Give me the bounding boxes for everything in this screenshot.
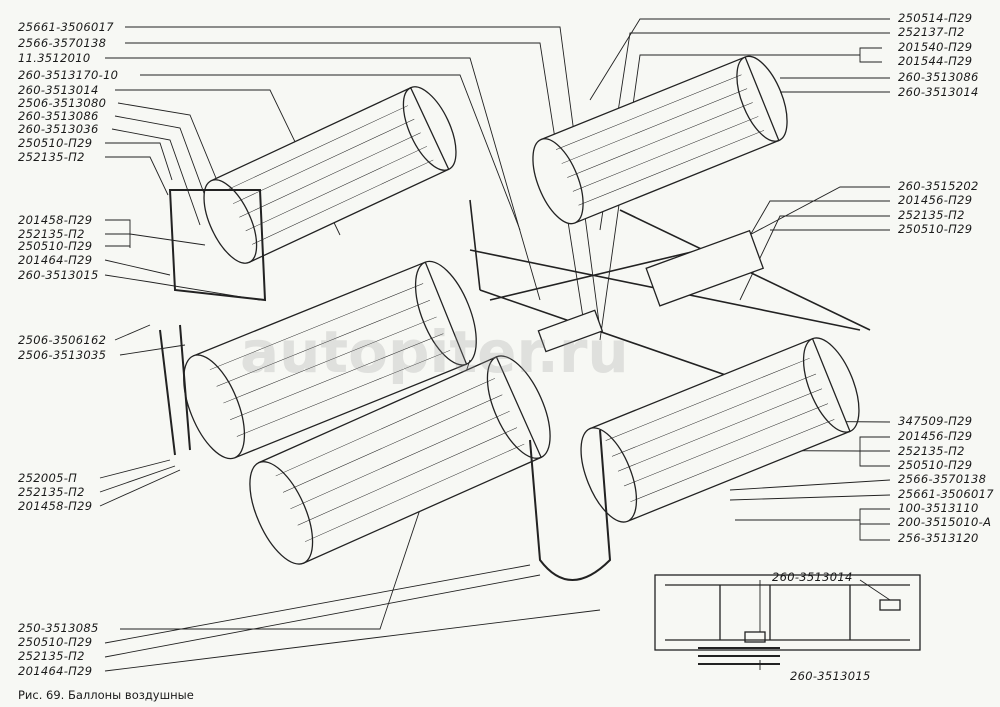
air-tank-middle — [183, 260, 477, 460]
part-label: 260-3513086 — [898, 70, 979, 84]
inset-label: 260-3513014 — [772, 570, 853, 584]
part-label: 252137-П2 — [898, 25, 965, 39]
part-label: 250510-П29 — [18, 136, 93, 150]
part-label: 260-3513014 — [18, 83, 99, 97]
part-label: 252135-П2 — [18, 227, 85, 241]
part-label: 260-3513086 — [18, 109, 99, 123]
part-label: 201456-П29 — [898, 429, 973, 443]
part-label: 260-3513036 — [18, 122, 99, 136]
leader-lines — [99, 18, 891, 672]
part-label: 11.3512010 — [18, 51, 91, 65]
part-label: 25661-3506017 — [898, 487, 994, 501]
part-label: 252135-П2 — [18, 485, 85, 499]
part-label: 2506-3513035 — [18, 348, 107, 362]
part-label: 252135-П2 — [898, 444, 965, 458]
part-label: 252135-П2 — [18, 150, 85, 164]
part-label: 201544-П29 — [898, 54, 973, 68]
air-tank-lower-left — [249, 355, 551, 565]
part-label: 250514-П29 — [898, 11, 973, 25]
part-label: 201464-П29 — [18, 253, 93, 267]
part-label: 260-3515202 — [898, 179, 979, 193]
part-label: 252135-П2 — [18, 649, 85, 663]
air-tank-upper-right — [532, 55, 788, 225]
part-label: 2506-3506162 — [18, 333, 107, 347]
part-label: 250510-П29 — [898, 222, 973, 236]
part-label: 252135-П2 — [898, 208, 965, 222]
air-tank-lower-right — [580, 337, 860, 523]
part-label: 201458-П29 — [18, 213, 93, 227]
part-label: 25661-3506017 — [18, 20, 114, 34]
air-tank-upper-left — [203, 86, 457, 264]
part-label: 250510-П29 — [18, 239, 93, 253]
mounting-straps — [159, 189, 612, 581]
part-label: 201458-П29 — [18, 499, 93, 513]
part-label: 252005-П — [18, 471, 78, 485]
part-label: 260-3513015 — [18, 268, 99, 282]
part-label: 250510-П29 — [898, 458, 973, 472]
part-label: 200-3515010-А — [898, 515, 992, 529]
part-label: 347509-П29 — [898, 414, 973, 428]
part-label: 250510-П29 — [18, 635, 93, 649]
valve-block — [537, 229, 765, 353]
part-label: 2506-3513080 — [18, 96, 107, 110]
part-label: 201540-П29 — [898, 40, 973, 54]
watermark: autopiter.ru — [240, 318, 629, 386]
part-label: 260-3513014 — [898, 85, 979, 99]
part-label: 100-3513110 — [898, 501, 979, 515]
part-label: 260-3513170-10 — [18, 68, 119, 82]
part-label: 256-3513120 — [898, 531, 979, 545]
part-label: 201464-П29 — [18, 664, 93, 678]
part-label: 250-3513085 — [18, 621, 99, 635]
inset-frame-view — [654, 574, 921, 670]
part-label: 2566-3570138 — [898, 472, 987, 486]
part-label: 2566-3570138 — [18, 36, 107, 50]
inset-label: 260-3513015 — [790, 669, 871, 683]
figure-caption: Рис. 69. Баллоны воздушные — [18, 688, 194, 702]
part-label: 201456-П29 — [898, 193, 973, 207]
